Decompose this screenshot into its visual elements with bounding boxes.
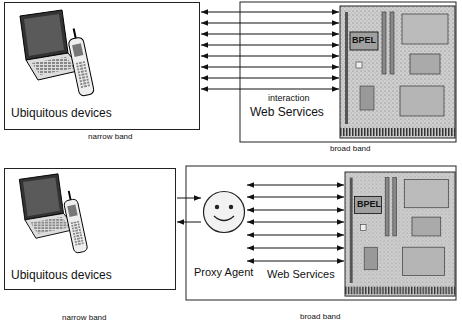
interaction-arrow	[247, 248, 344, 249]
interaction-arrow	[247, 261, 344, 262]
band-note: narrow band	[88, 132, 132, 141]
device-box: Ubiquitous devices	[4, 2, 200, 130]
service-board: Web Services	[345, 172, 455, 296]
interaction-arrow	[201, 67, 339, 68]
smiley-circle	[202, 190, 246, 234]
interaction-arrow	[201, 23, 339, 24]
interaction-arrow	[201, 12, 339, 13]
interaction-arrow	[201, 56, 339, 57]
interaction-arrow	[177, 198, 201, 199]
device-icons	[20, 10, 95, 97]
service-board: Web Services	[340, 6, 455, 138]
node-title: Ubiquitous devices	[11, 269, 112, 283]
interaction-arrow	[201, 78, 339, 79]
interaction-arrow	[201, 89, 339, 90]
node-title: Ubiquitous devices	[11, 107, 112, 121]
interaction-arrow	[247, 235, 344, 236]
chip-label: BPEL	[357, 199, 381, 209]
server-board	[345, 172, 455, 296]
interaction-arrow	[177, 222, 201, 223]
interaction-arrow	[201, 45, 339, 46]
node-title: Web Services	[267, 268, 335, 281]
chip-label: BPEL	[352, 35, 376, 45]
device-icons	[19, 174, 88, 254]
device-box: Ubiquitous devices	[4, 168, 176, 290]
interaction-arrow	[247, 222, 344, 223]
band-note: narrow band	[62, 313, 106, 322]
server-board	[340, 6, 455, 138]
band-note: broad band	[330, 144, 370, 153]
interaction-arrow	[201, 34, 339, 35]
band-note: broad band	[300, 312, 340, 321]
interaction-arrow	[247, 197, 344, 198]
region-box	[186, 166, 456, 300]
interaction-arrow	[247, 210, 344, 211]
interaction-note: interaction	[268, 93, 310, 103]
node-title: Proxy Agent	[194, 266, 253, 279]
node-title: Web Services	[250, 106, 324, 120]
interaction-arrow	[247, 185, 344, 186]
proxy-agent: Proxy Agent	[202, 190, 246, 234]
